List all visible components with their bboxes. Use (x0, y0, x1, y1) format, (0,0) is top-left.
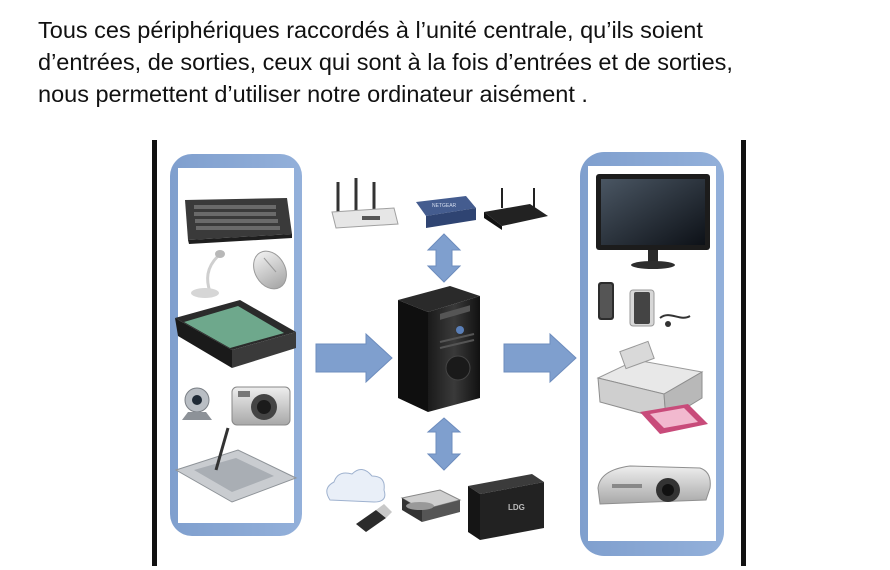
scanner-icon (175, 300, 296, 368)
speakers-icon (598, 282, 691, 327)
camera-icon (231, 386, 291, 426)
frame-line-right (741, 140, 746, 566)
arrow-input-to-center (315, 332, 393, 384)
caption-line-1: Tous ces périphériques raccordés à l’uni… (38, 17, 703, 43)
arrow-storage-bidirectional (426, 417, 462, 471)
caption-text: Tous ces périphériques raccordés à l’uni… (38, 14, 858, 110)
webcam-icon (182, 387, 212, 420)
monitor-icon (596, 174, 710, 269)
printer-icon (596, 340, 708, 434)
computer-tower-icon (398, 286, 480, 412)
usb-key-icon (356, 504, 392, 532)
storage-devices-group: LDG (326, 469, 544, 540)
mouse-icon (253, 250, 287, 290)
keyboard-icon (185, 198, 292, 244)
external-disk-icon: LDG (468, 474, 544, 540)
input-devices-panel (170, 154, 302, 536)
network-devices-group: NETGEAR (331, 178, 548, 230)
projector-icon (597, 465, 711, 505)
modem-icon (484, 188, 548, 230)
disk-brand-label: LDG (508, 503, 525, 512)
arrow-center-to-output (503, 332, 577, 384)
caption-line-2: d’entrées, de sorties, ceux qui sont à l… (38, 49, 733, 75)
switch-brand-label: NETGEAR (432, 203, 457, 209)
graphics-tablet-icon (174, 427, 298, 503)
network-switch-icon: NETGEAR (416, 196, 476, 228)
cloud-icon (326, 469, 386, 503)
frame-line-left (152, 140, 157, 566)
arrow-network-bidirectional (426, 233, 462, 283)
caption-line-3: nous permettent d’utiliser notre ordinat… (38, 81, 588, 107)
output-devices-panel (580, 152, 724, 556)
microphone-icon (191, 250, 225, 298)
wifi-router-icon (331, 178, 399, 229)
optical-drive-icon (400, 489, 462, 522)
